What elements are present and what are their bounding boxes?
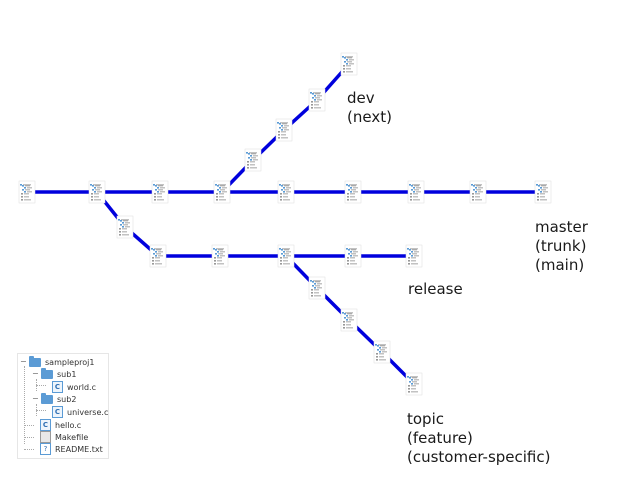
- tree-item-label: Makefile: [55, 432, 89, 442]
- tree-item-world-c[interactable]: C world.c: [52, 381, 96, 393]
- tree-item-label: sampleproj1: [45, 357, 95, 367]
- collapse-toggle-sub1[interactable]: −: [32, 369, 39, 378]
- tree-item-label: sub1: [57, 369, 77, 379]
- commit-snapshot-icon: [116, 215, 134, 239]
- tree-item-label: README.txt: [55, 444, 103, 454]
- c-source-file-icon: C: [52, 381, 63, 393]
- commit-snapshot-icon: [211, 244, 229, 268]
- commit-snapshot-icon: [149, 244, 167, 268]
- commit-snapshot-icon: [213, 180, 231, 204]
- commit-snapshot-icon: [534, 180, 552, 204]
- c-source-file-icon: C: [40, 419, 51, 431]
- commit-snapshot-icon: [469, 180, 487, 204]
- commit-snapshot-icon: [373, 340, 391, 364]
- folder-icon: [29, 355, 41, 367]
- label-topic: topic (feature) (customer-specific): [407, 410, 551, 466]
- label-dev: dev (next): [347, 89, 392, 126]
- collapse-toggle-root[interactable]: −: [20, 357, 27, 366]
- commit-snapshot-icon: [344, 180, 362, 204]
- commit-snapshot-icon: [405, 244, 423, 268]
- commit-snapshot-icon: [88, 180, 106, 204]
- text-file-icon: ?: [40, 443, 51, 455]
- commit-snapshot-icon: [277, 244, 295, 268]
- makefile-icon: [40, 431, 51, 443]
- tree-item-readme[interactable]: ? README.txt: [40, 443, 103, 455]
- tree-item-sub2[interactable]: sub2: [41, 392, 77, 405]
- tree-item-label: world.c: [67, 382, 96, 392]
- commit-snapshot-icon: [340, 308, 358, 332]
- c-source-file-icon: C: [52, 406, 63, 418]
- tree-item-universe-c[interactable]: C universe.c: [52, 406, 108, 418]
- collapse-toggle-sub2[interactable]: −: [32, 394, 39, 403]
- tree-item-sub1[interactable]: sub1: [41, 367, 77, 380]
- tree-item-label: sub2: [57, 394, 77, 404]
- commit-snapshot-icon: [275, 118, 293, 142]
- commit-snapshot-icon: [151, 180, 169, 204]
- commit-snapshot-icon: [308, 276, 326, 300]
- commit-snapshot-icon: [407, 180, 425, 204]
- commit-snapshot-icon: [308, 88, 326, 112]
- tree-item-label: universe.c: [67, 407, 109, 417]
- commit-snapshot-icon: [244, 148, 262, 172]
- folder-icon: [41, 367, 53, 379]
- tree-item-makefile[interactable]: Makefile: [40, 431, 88, 443]
- commit-snapshot-icon: [277, 180, 295, 204]
- commit-snapshot-icon: [340, 52, 358, 76]
- project-tree-panel: − sampleproj1 − sub1 C world.c − sub2 C …: [17, 353, 109, 459]
- commit-snapshot-icon: [344, 244, 362, 268]
- label-release: release: [408, 280, 463, 298]
- label-master: master (trunk) (main): [535, 218, 588, 274]
- tree-item-hello-c[interactable]: C hello.c: [40, 419, 81, 431]
- tree-item-label: hello.c: [55, 420, 82, 430]
- commit-snapshot-icon: [18, 180, 36, 204]
- tree-item-root[interactable]: sampleproj1: [29, 355, 95, 368]
- commit-snapshot-icon: [405, 372, 423, 396]
- folder-icon: [41, 392, 53, 404]
